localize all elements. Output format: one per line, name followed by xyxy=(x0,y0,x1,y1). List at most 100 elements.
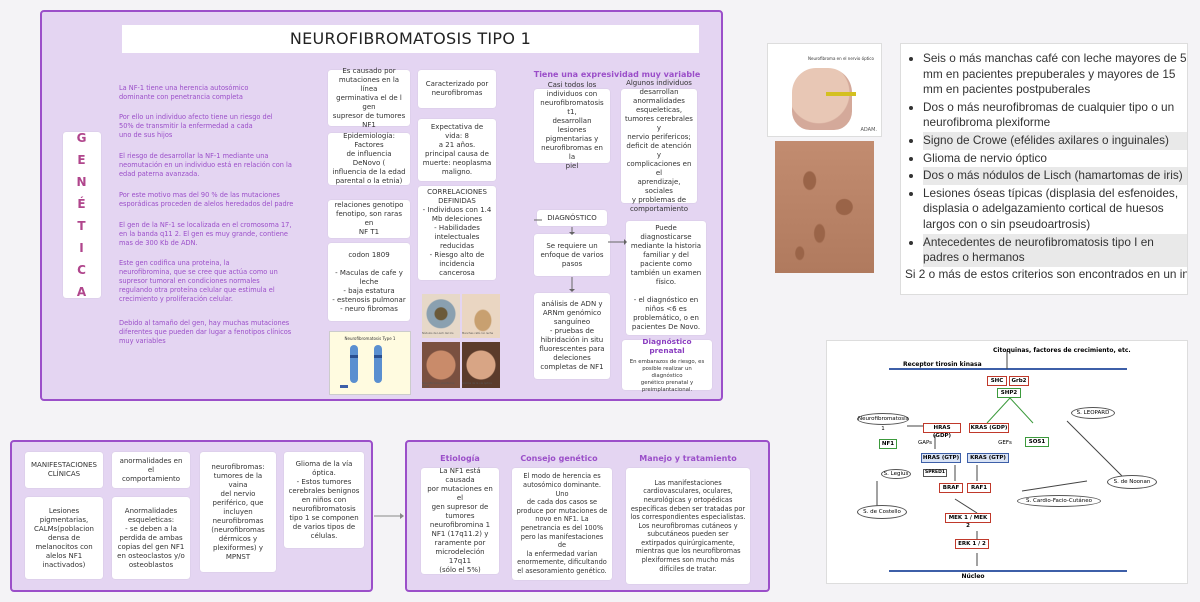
genetica-letter: A xyxy=(76,285,88,299)
shp2-node: SHP2 xyxy=(997,388,1021,398)
neurofibromin-node: Neurofibromatosis 1 xyxy=(857,413,909,432)
optic-glioma-photo xyxy=(462,342,500,388)
raf1-node: RAF1 xyxy=(967,483,991,493)
genetica-letter: É xyxy=(77,197,87,211)
shc-node: SHC xyxy=(987,376,1007,386)
genetica-letter: G xyxy=(76,131,88,145)
hras-gdp-node: HRAS (GDP) xyxy=(923,423,961,439)
adam-image-caption: Neurofibroma en el nervio óptico xyxy=(808,56,874,61)
nucleo-label: Núcleo xyxy=(961,573,985,580)
photo-caption: Manchas café con leche xyxy=(462,332,494,335)
genetica-text-5: El gen de la NF-1 se localizada en el cr… xyxy=(119,221,292,247)
card-expectativa: Expectativa de vida: 8 a 21 años. princi… xyxy=(418,119,496,181)
card-manifestaciones-title: MANIFESTACIONES CLÍNICAS xyxy=(25,452,103,488)
chromosome-image: Neurofibromatosis Type 1 xyxy=(329,331,411,395)
chromosome-image-title: Neurofibromatosis Type 1 xyxy=(344,336,396,341)
cafe-au-lait-photo xyxy=(462,294,500,338)
mek-node: MEK 1 / MEK 2 xyxy=(945,513,991,529)
genetica-text-7: Debido al tamaño del gen, hay muchas mut… xyxy=(119,319,292,345)
genetica-text-6: Este gen codifica una proteina, la neuro… xyxy=(119,259,278,303)
card-etiologia: La NF1 está causada por mutaciones en el… xyxy=(421,467,499,574)
photo-caption: Nódulos de Lisch del iris xyxy=(422,332,454,335)
photo-caption: Neurofibroma plexiforme facial xyxy=(422,382,455,388)
optic-nerve-illustration xyxy=(826,92,856,96)
genetica-text-3: El riesgo de desarrollar la NF-1 mediant… xyxy=(119,152,292,178)
diagnostic-criteria-box: Seis o más manchas café con leche mayore… xyxy=(900,43,1188,295)
facial-neurofibroma-photo xyxy=(422,342,460,388)
genetica-letter: N xyxy=(76,175,88,189)
lisch-nodules-photo xyxy=(422,294,460,338)
adam-brand: ADAM. xyxy=(860,127,877,133)
clinical-photos: Nódulos de Lisch del iris Manchas café c… xyxy=(420,292,502,392)
card-algunos: Algunos individuos desarrollan anormalid… xyxy=(621,79,697,213)
back-cafe-au-lait-photo xyxy=(775,141,874,273)
pathway-lines xyxy=(876,351,1127,572)
gefs-label: GEFs xyxy=(998,440,1012,446)
card-requiere: Se requiere un enfoque de varios pasos xyxy=(534,234,610,276)
card-neurofibromas: neurofibromas: tumores de la vaina del n… xyxy=(200,452,276,572)
card-diagnostico: DIAGNÓSTICO xyxy=(537,210,607,226)
card-casi-todos: Casi todos los individuos con neurofibro… xyxy=(534,81,610,170)
main-title: NEUROFIBROMATOSIS TIPO 1 xyxy=(122,25,699,53)
genetica-letter: I xyxy=(79,241,85,255)
nf1-node: NF1 xyxy=(879,439,897,449)
leopard-node: S. LEOPARD xyxy=(1071,407,1115,419)
genetica-letter: C xyxy=(77,263,87,277)
prenatal-text: En embarazos de riesgo, es posible reali… xyxy=(629,358,705,393)
manejo-title: Manejo y tratamiento xyxy=(639,454,737,463)
card-esqueleticas: Anormalidades esqueleticas: - se deben a… xyxy=(112,497,190,579)
genetica-letter: E xyxy=(77,153,87,167)
noonan-node: S. de Noonan xyxy=(1107,475,1157,489)
erk-node: ERK 1 / 2 xyxy=(955,539,989,549)
grb2-node: Grb2 xyxy=(1009,376,1029,386)
card-analisis: análisis de ADN y ARNm genómico sanguíne… xyxy=(534,293,610,379)
genetica-text-4: Por este motivo mas del 90 % de las muta… xyxy=(119,191,294,208)
sos1-node: SOS1 xyxy=(1025,437,1049,447)
braf-node: BRAF xyxy=(939,483,963,493)
etiologia-title: Etiología xyxy=(440,454,480,463)
kras-gtp-node: KRAS (GTP) xyxy=(967,453,1009,463)
card-correlaciones: CORRELACIONES DEFINIDAS - Individuos con… xyxy=(418,186,496,280)
consejo-title: Consejo genético xyxy=(520,454,598,463)
gaps-label: GAPs xyxy=(917,440,933,446)
kras-gdp-node: KRAS (GDP) xyxy=(969,423,1009,433)
panel-connector-arrow xyxy=(374,513,404,519)
card-relaciones: relaciones genotipo fenotipo, son raras … xyxy=(328,200,410,238)
genetica-letter: T xyxy=(77,219,87,233)
criterion-item: Lesiones óseas típicas (displasia del es… xyxy=(923,185,1187,234)
chromosome-icon xyxy=(340,345,382,388)
ras-mapk-pathway: Receptor tirosin kinasa Citoquinas, fact… xyxy=(826,340,1188,584)
card-epidemiologia: Epidemiología: Factores de influencia De… xyxy=(328,132,410,185)
legius-node: S. Legius xyxy=(881,469,911,479)
criterion-item: Dos o más nódulos de Lisch (hamartomas d… xyxy=(923,167,1187,185)
criteria-footer: Si 2 o más de estos criterios son encont… xyxy=(905,266,1187,281)
card-codon: codon 1809 - Maculas de cafe y leche - b… xyxy=(328,243,410,321)
spred1-node: SPRED1 xyxy=(923,469,947,477)
expresividad-title: Tiene una expresividad muy variable xyxy=(533,70,701,79)
criterion-item: Dos o más neurofibromas de cualquier tip… xyxy=(923,99,1187,132)
card-glioma: Glioma de la vía óptica. - Estos tumores… xyxy=(284,452,364,548)
card-causado: Es causado por mutaciones en la línea ge… xyxy=(328,67,410,129)
card-consejo: El modo de herencia es autosómico domina… xyxy=(512,468,612,580)
genetica-text-1: La NF-1 tiene una herencia autosómico do… xyxy=(119,84,249,101)
criterion-item: Glioma de nervio óptico xyxy=(923,150,1187,168)
genetica-vertical-label: G E N É T I C A xyxy=(63,131,101,299)
criterion-item: Antecedentes de neurofibromatosis tipo I… xyxy=(923,233,1187,267)
costello-node: S. de Costello xyxy=(857,505,907,519)
card-lesiones: Lesiones pigmentarias, CALMs(poblacion d… xyxy=(25,497,103,579)
adam-image: Neurofibroma en el nervio óptico ADAM. xyxy=(767,43,882,137)
photo-caption: Glioma de la vía óptica xyxy=(462,382,492,385)
citoquinas-label: Citoquinas, factores de crecimiento, etc… xyxy=(993,347,1131,354)
card-manejo: Las manifestaciones cardiovasculares, oc… xyxy=(626,468,750,584)
face-illustration xyxy=(792,68,852,130)
card-puede: Puede diagnosticarse mediante la histori… xyxy=(626,221,706,335)
hras-gtp-node: HRAS (GTP) xyxy=(921,453,961,463)
card-prenatal: Diagnóstico prenatal En embarazos de rie… xyxy=(622,336,712,393)
card-comportamiento: anormalidades en el comportamiento xyxy=(112,452,190,488)
diagram-arrows xyxy=(534,219,627,292)
receptor-label: Receptor tirosin kinasa xyxy=(903,361,982,368)
cfc-node: S. Cardio-Facio-Cutáneo xyxy=(1017,495,1101,507)
prenatal-title: Diagnóstico prenatal xyxy=(642,336,692,355)
card-caracterizado: Caracterizado por neurofibromas xyxy=(418,70,496,108)
genetica-text-2: Por ello un individuo afecto tiene un ri… xyxy=(119,113,273,139)
